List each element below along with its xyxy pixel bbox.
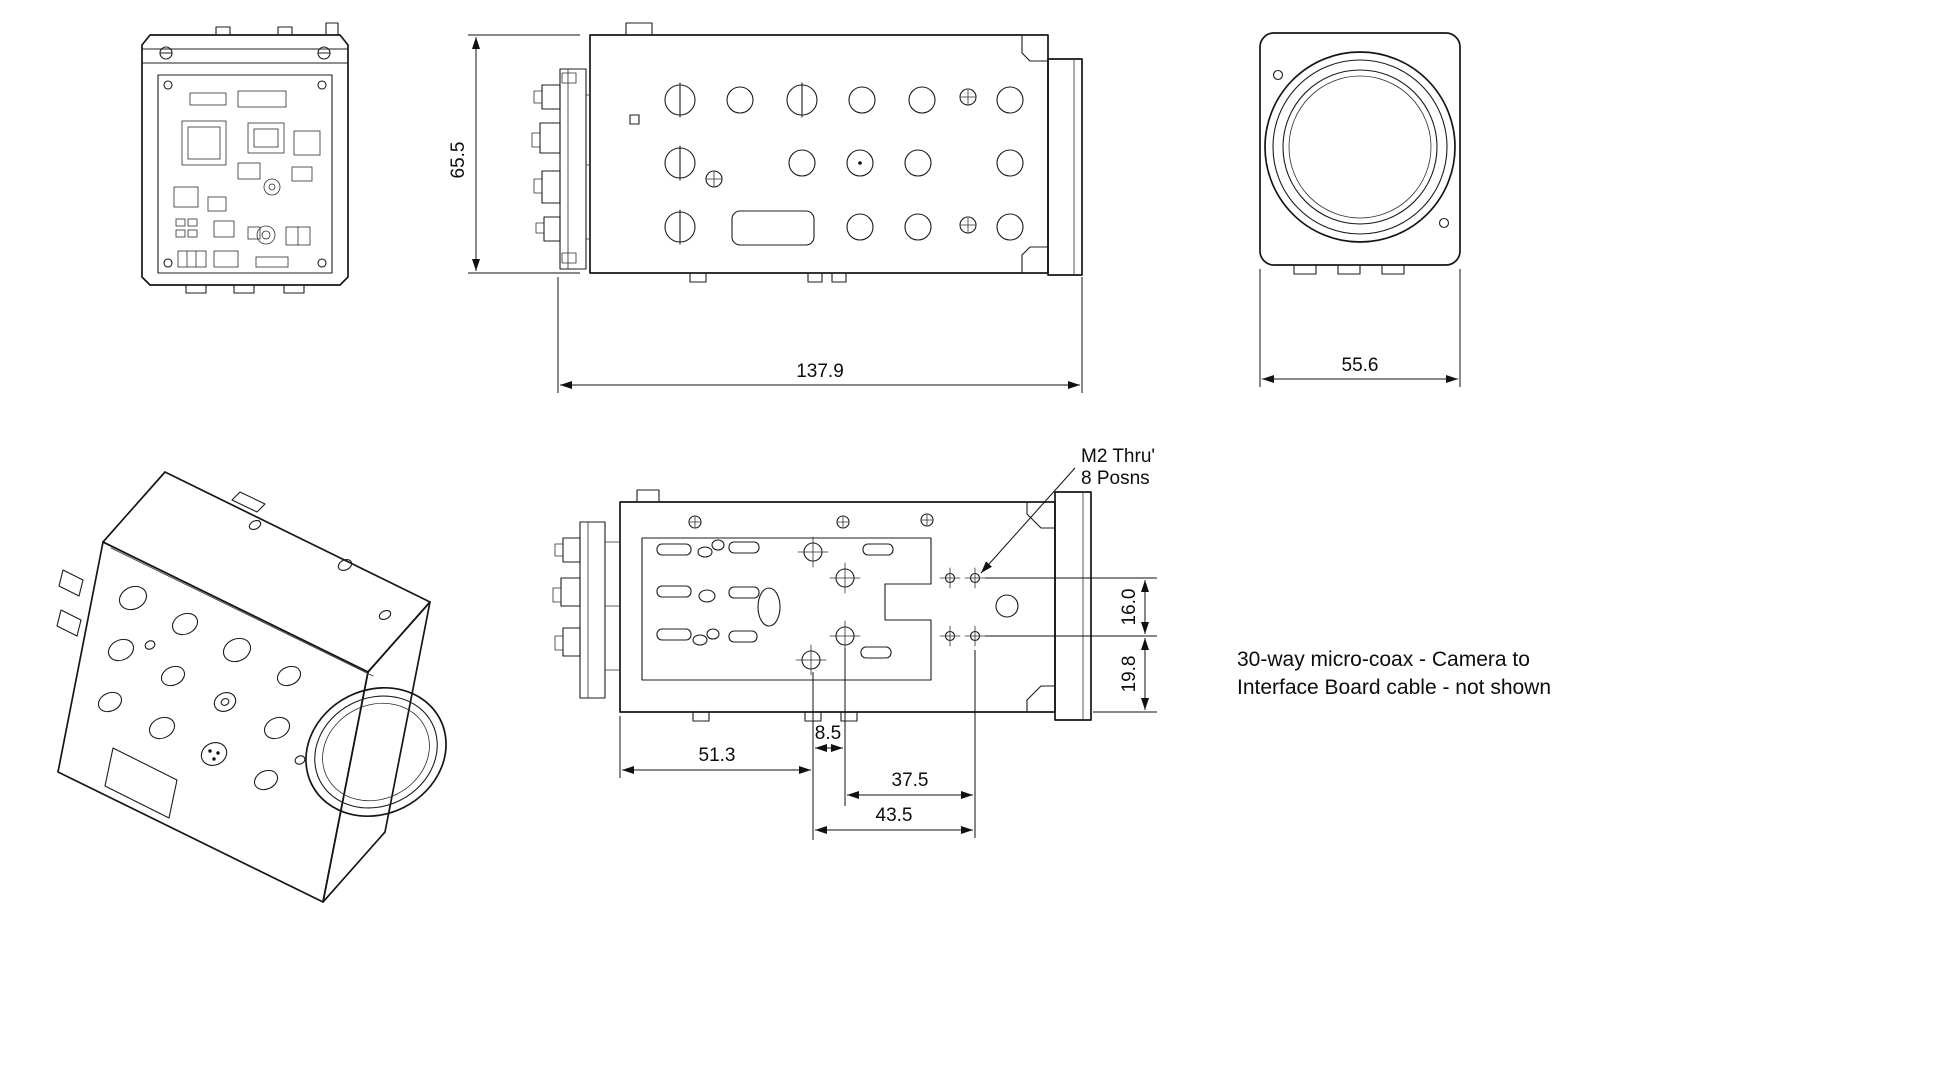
dimension-body-length bbox=[557, 277, 1083, 393]
iso-side-hole-pattern bbox=[97, 585, 306, 791]
iso-body-faces bbox=[57, 471, 431, 903]
isometric-view bbox=[15, 430, 535, 910]
dimension-body-height bbox=[468, 34, 580, 274]
iso-label-recess bbox=[104, 747, 178, 819]
dimension-mount-span-inner-label: 37.5 bbox=[892, 770, 929, 791]
dimension-body-length-label: 137.9 bbox=[796, 361, 844, 382]
dimension-mount-span-inner bbox=[847, 650, 976, 838]
dimension-mount-gap-label: 8.5 bbox=[815, 723, 841, 744]
front-mounting-feet bbox=[1293, 264, 1405, 275]
dimension-mount-span-outer-label: 43.5 bbox=[876, 805, 913, 826]
dimension-hole-row-spacing bbox=[985, 577, 1157, 713]
dimension-mount-offset bbox=[619, 672, 814, 840]
rear-view-drawing bbox=[141, 22, 349, 294]
rear-pcb-components bbox=[173, 90, 321, 268]
bottom-body-details bbox=[636, 489, 1084, 721]
front-lens bbox=[1264, 51, 1456, 243]
bottom-interface-pcb bbox=[552, 521, 621, 699]
bottom-plate-screws bbox=[795, 536, 861, 676]
side-hole-pattern bbox=[664, 82, 1024, 246]
side-body-details bbox=[625, 22, 1075, 276]
bottom-top-edge-screws bbox=[688, 513, 934, 529]
isometric-view-drawing bbox=[56, 471, 447, 903]
cable-note: 30-way micro-coax - Camera to Interface … bbox=[1237, 646, 1551, 702]
dimension-mount-gap bbox=[815, 648, 846, 806]
bottom-mounting-feet bbox=[692, 711, 858, 722]
iso-lens bbox=[305, 686, 447, 818]
rear-lid-assembly bbox=[141, 22, 349, 64]
rear-view bbox=[120, 5, 370, 305]
dimension-body-height-label: 65.5 bbox=[448, 142, 469, 179]
side-view: 65.5 137.9 bbox=[430, 15, 1130, 415]
rear-pcb-board bbox=[157, 74, 333, 274]
dimension-hole-row-spacing-label: 16.0 bbox=[1119, 589, 1140, 626]
m2-callout-leader-line bbox=[980, 467, 1076, 574]
dimension-hole-edge-offset-label: 19.8 bbox=[1119, 656, 1140, 693]
dimension-mount-offset-label: 51.3 bbox=[699, 745, 736, 766]
m2-callout-line1: M2 Thru' bbox=[1081, 446, 1155, 467]
m2-callout-line2: 8 Posns bbox=[1081, 468, 1150, 489]
bottom-mounting-plate bbox=[641, 537, 932, 681]
side-interface-pcb bbox=[531, 68, 591, 270]
front-view: 55.6 bbox=[1230, 15, 1490, 405]
dimension-front-width-label: 55.6 bbox=[1342, 355, 1379, 376]
front-view-drawing: 55.6 bbox=[1259, 32, 1461, 387]
iso-rear-connectors bbox=[56, 569, 84, 637]
side-body-outline bbox=[589, 34, 1083, 276]
cable-note-line2: Interface Board cable - not shown bbox=[1237, 675, 1552, 699]
rear-mounting-feet bbox=[185, 284, 305, 294]
bottom-view-drawing: 16.0 19.8 51.3 8.5 37.5 43.5 M2 Thru' 8 … bbox=[552, 446, 1157, 840]
side-view-drawing: 65.5 137.9 bbox=[448, 22, 1083, 393]
front-screw-holes bbox=[1272, 69, 1450, 229]
front-body-outline bbox=[1259, 32, 1461, 266]
dimension-front-width bbox=[1259, 269, 1461, 387]
cable-note-line1: 30-way micro-coax - Camera to bbox=[1237, 648, 1530, 671]
bottom-plate-slots bbox=[656, 539, 894, 659]
rear-body-outline bbox=[141, 34, 349, 286]
bottom-view: 16.0 19.8 51.3 8.5 37.5 43.5 M2 Thru' 8 … bbox=[545, 430, 1205, 880]
side-mounting-feet bbox=[689, 272, 847, 283]
bottom-body-outline bbox=[619, 491, 1092, 721]
iso-top-face-details bbox=[110, 491, 392, 677]
bottom-m2-thru-holes bbox=[939, 567, 986, 647]
